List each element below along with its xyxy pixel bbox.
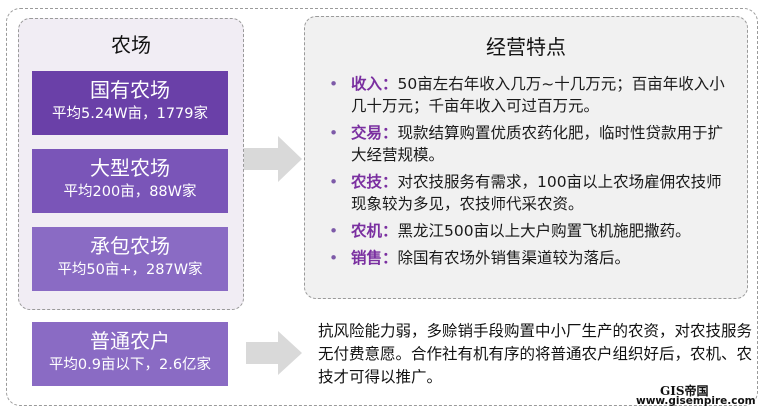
farm-panel-title: 农场 bbox=[111, 33, 151, 57]
feature-text: 除国有农场外销售渠道较为落后。 bbox=[397, 249, 631, 267]
farm-detail: 平均200亩，88W家 bbox=[63, 184, 197, 200]
bullet-icon: • bbox=[329, 75, 339, 93]
common-farmer-description: 抗风险能力弱，多赊销手段购置中小厂生产的农资，对农技服务无付费意愿。合作社有机有… bbox=[318, 322, 753, 386]
watermark-logo: GIS帝国 bbox=[660, 384, 709, 398]
common-farmer-detail: 平均0.9亩以下，2.6亿家 bbox=[48, 357, 212, 373]
feature-key: 农机： bbox=[351, 222, 398, 240]
feature-text: 50亩左右年收入几万~十几万元；百亩年收入小几十万元；千亩年收入可过百万元。 bbox=[351, 75, 725, 115]
features-title: 经营特点 bbox=[486, 35, 566, 59]
features-list: • 收入：50亩左右年收入几万~十几万元；百亩年收入小几十万元；千亩年收入可过百万… bbox=[327, 73, 737, 274]
feature-text: 对农技服务有需求，100亩以上农场雇佣农技师现象较为多见，农技师代采农资。 bbox=[351, 173, 722, 213]
feature-key: 销售： bbox=[351, 249, 398, 267]
feature-text: 黑龙江500亩以上大户购置飞机施肥撒药。 bbox=[397, 222, 691, 240]
feature-item: • 农技：对农技服务有需求，100亩以上农场雇佣农技师现象较为多见，农技师代采农资… bbox=[327, 171, 737, 215]
arrow-right-icon bbox=[246, 331, 302, 375]
feature-item: • 销售：除国有农场外销售渠道较为落后。 bbox=[327, 247, 737, 269]
feature-key: 交易： bbox=[351, 124, 398, 142]
common-farmer-name: 普通农户 bbox=[90, 329, 170, 353]
farm-box-large: 大型农场 平均200亩，88W家 bbox=[32, 149, 228, 213]
farm-name: 大型农场 bbox=[90, 156, 170, 180]
arrow-right-icon bbox=[244, 136, 302, 182]
farm-name: 国有农场 bbox=[90, 78, 170, 102]
outer-frame bbox=[6, 8, 758, 406]
farm-box-contract: 承包农场 平均50亩+，287W家 bbox=[32, 227, 228, 291]
common-farmer-box: 普通农户 平均0.9亩以下，2.6亿家 bbox=[32, 322, 228, 386]
farm-detail: 平均5.24W亩，1779家 bbox=[51, 106, 209, 122]
farm-box-state: 国有农场 平均5.24W亩，1779家 bbox=[32, 71, 228, 135]
bullet-icon: • bbox=[329, 222, 339, 240]
feature-key: 农技： bbox=[351, 173, 398, 191]
farm-name: 承包农场 bbox=[90, 234, 170, 258]
farm-detail: 平均50亩+，287W家 bbox=[57, 262, 203, 278]
watermark-url: www.gisempire.com bbox=[636, 395, 756, 407]
bullet-icon: • bbox=[329, 124, 339, 142]
feature-key: 收入： bbox=[351, 75, 398, 93]
feature-item: • 收入：50亩左右年收入几万~十几万元；百亩年收入小几十万元；千亩年收入可过百万… bbox=[327, 73, 737, 117]
feature-item: • 农机：黑龙江500亩以上大户购置飞机施肥撒药。 bbox=[327, 220, 737, 242]
bullet-icon: • bbox=[329, 173, 339, 191]
bullet-icon: • bbox=[329, 249, 339, 267]
watermark: GIS帝国 www.gisempire.com bbox=[636, 383, 760, 409]
feature-text: 现款结算购置优质农药化肥，临时性贷款用于扩大经营规模。 bbox=[351, 124, 724, 164]
features-panel: 经营特点 • 收入：50亩左右年收入几万~十几万元；百亩年收入小几十万元；千亩年收… bbox=[304, 16, 748, 299]
feature-item: • 交易：现款结算购置优质农药化肥，临时性贷款用于扩大经营规模。 bbox=[327, 122, 737, 166]
